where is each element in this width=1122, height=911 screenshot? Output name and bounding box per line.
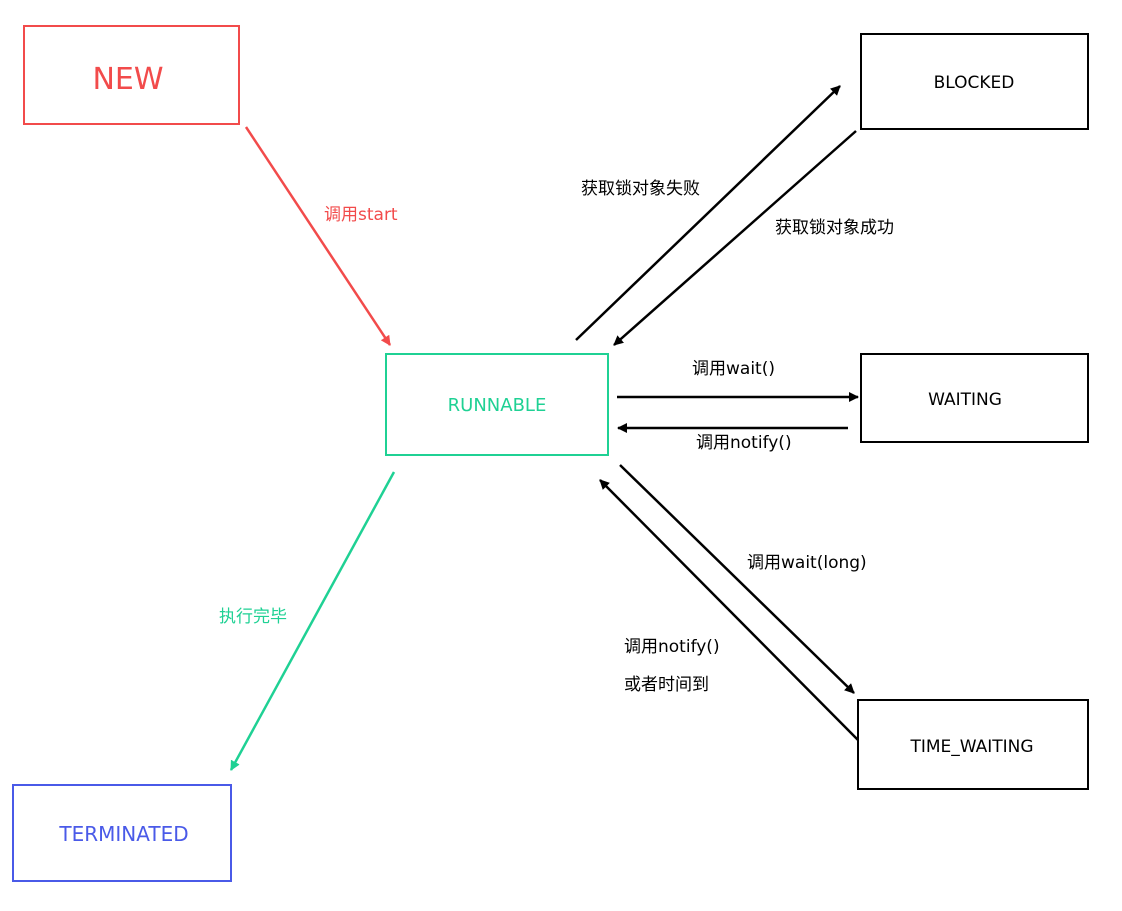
edge-runnable-to-blocked: 获取锁对象失败	[575, 85, 841, 341]
edge-time-waiting-to-runnable-arrow	[599, 479, 859, 741]
edge-waiting-to-runnable-label: 调用notify()	[696, 433, 792, 453]
state-blocked-box	[860, 33, 1089, 130]
state-runnable-label: RUNNABLE	[448, 395, 547, 416]
edge-runnable-to-time-waiting: 调用wait(long)	[619, 464, 867, 694]
edge-runnable-to-terminated-label: 执行完毕	[219, 607, 287, 627]
edge-runnable-to-waiting-label: 调用wait()	[692, 359, 775, 379]
state-waiting-box	[860, 353, 1089, 443]
state-terminated-box	[12, 784, 232, 882]
edge-time-waiting-to-runnable: 调用notify() 或者时间到	[599, 479, 859, 741]
edge-time-waiting-to-runnable-label-line2: 或者时间到	[624, 675, 709, 695]
edge-runnable-to-terminated-arrow	[229, 471, 396, 771]
state-new-box	[23, 25, 240, 125]
state-time-waiting-box	[857, 699, 1089, 790]
state-runnable: RUNNABLE	[385, 353, 609, 456]
state-time-waiting-label: TIME_WAITING	[909, 737, 1033, 757]
edge-runnable-to-time-waiting-label: 调用wait(long)	[747, 553, 867, 573]
edge-new-to-runnable-label: 调用start	[324, 205, 398, 225]
edge-blocked-to-runnable: 获取锁对象成功	[613, 130, 894, 346]
edge-time-waiting-to-runnable-label-line1: 调用notify()	[624, 637, 720, 657]
edge-runnable-to-terminated: 执行完毕	[219, 471, 396, 771]
edge-runnable-to-blocked-arrow	[575, 85, 841, 341]
state-blocked: BLOCKED	[860, 33, 1089, 130]
state-waiting-label: WAITING	[928, 390, 1002, 410]
edge-blocked-to-runnable-arrow	[613, 130, 857, 346]
state-new-label: NEW	[92, 62, 163, 97]
state-runnable-box	[385, 353, 609, 456]
edge-blocked-to-runnable-label: 获取锁对象成功	[775, 218, 894, 238]
state-terminated-label: TERMINATED	[58, 822, 188, 846]
state-waiting: WAITING	[860, 353, 1089, 443]
edge-waiting-to-runnable: 调用notify()	[617, 423, 848, 453]
state-blocked-label: BLOCKED	[934, 73, 1015, 93]
state-terminated: TERMINATED	[12, 784, 232, 882]
edge-new-to-runnable-arrow	[244, 126, 392, 346]
edge-runnable-to-blocked-label: 获取锁对象失败	[581, 179, 700, 199]
edge-runnable-to-waiting: 调用wait()	[617, 359, 859, 402]
edge-new-to-runnable: 调用start	[244, 126, 398, 346]
state-new: NEW	[23, 25, 240, 125]
state-time-waiting: TIME_WAITING	[857, 699, 1089, 790]
edge-runnable-to-time-waiting-arrow	[619, 464, 855, 694]
